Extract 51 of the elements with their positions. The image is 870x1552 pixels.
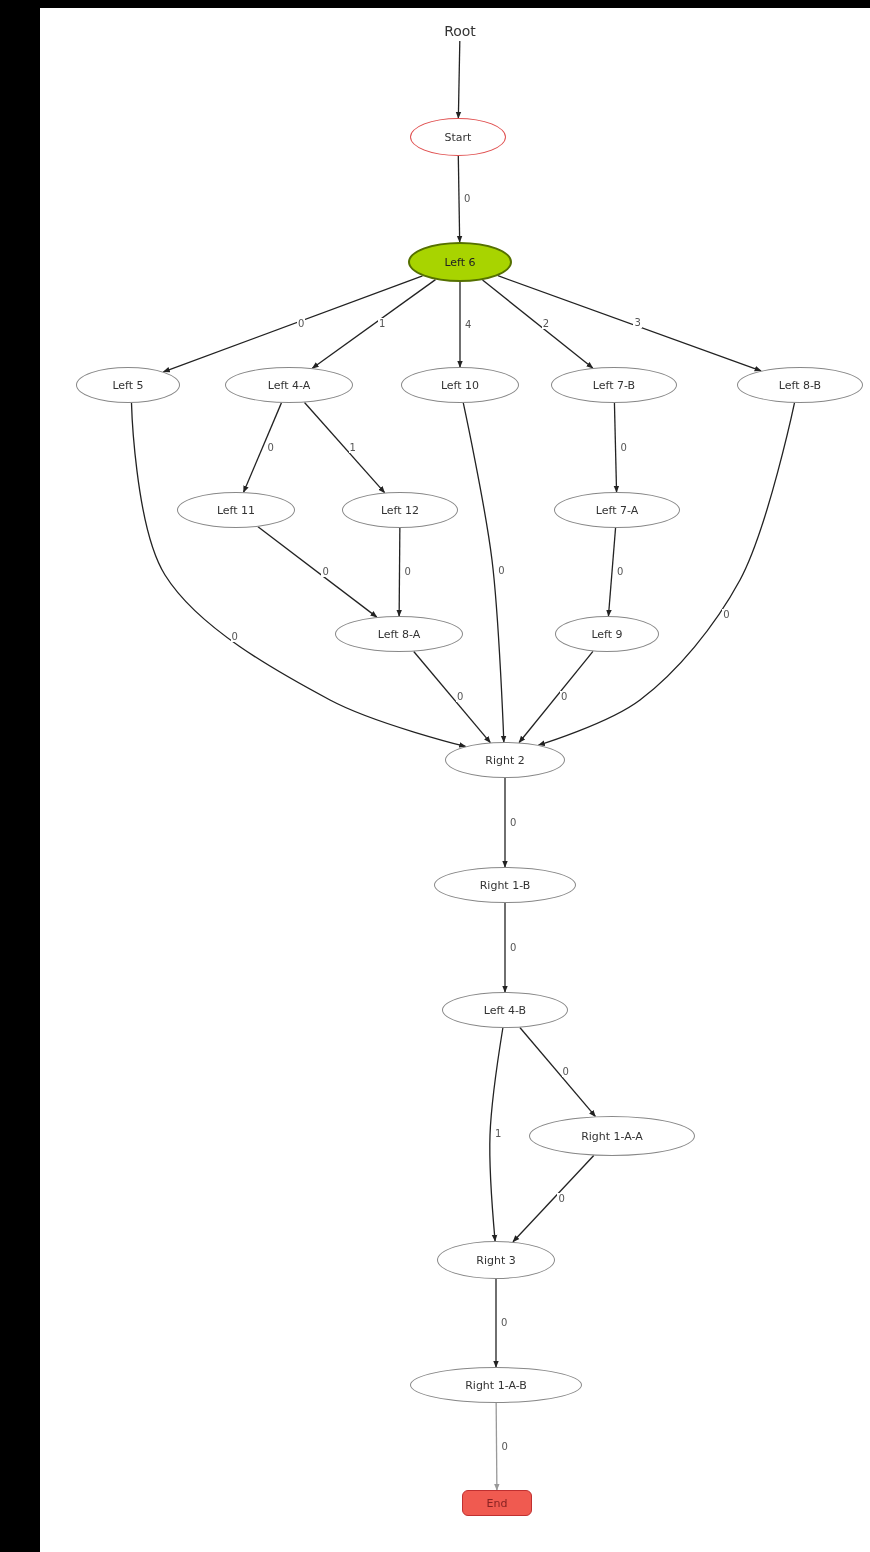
- edge-label: 0: [619, 441, 628, 453]
- arrow: [311, 279, 437, 369]
- arrow: [303, 401, 386, 494]
- arrow: [413, 650, 491, 744]
- end-box: End: [462, 1490, 532, 1516]
- edge-label: 4: [464, 318, 473, 330]
- edge-label: 0: [321, 565, 330, 577]
- arrow: [455, 40, 462, 119]
- edge-label: 1: [494, 1128, 503, 1140]
- edge-label: 1: [348, 441, 357, 453]
- edge-label: 0: [463, 193, 472, 204]
- edge-label: 0: [561, 1065, 570, 1077]
- edge-label: 0: [560, 690, 569, 702]
- arrow: [456, 155, 463, 243]
- edge-label: 0: [500, 1440, 509, 1452]
- arrow: [457, 281, 463, 368]
- edge-label: 0: [456, 691, 465, 703]
- edge-label: 0: [230, 631, 239, 643]
- edge-label: 0: [722, 609, 731, 621]
- edge-label: 0: [403, 566, 412, 577]
- node-label: Root: [438, 21, 482, 41]
- arrow: [502, 777, 508, 868]
- edge-label: 0: [297, 317, 306, 329]
- arrow: [606, 527, 617, 617]
- edge-label: 0: [509, 816, 518, 828]
- edge-label: 3: [633, 317, 642, 329]
- arrow: [242, 402, 283, 493]
- arrow: [512, 1154, 595, 1243]
- arrow: [502, 902, 508, 993]
- arrow: [519, 1026, 596, 1118]
- arrow: [162, 275, 424, 373]
- arrow: [481, 279, 594, 369]
- edge-label: 0: [616, 566, 625, 577]
- arrow: [396, 527, 402, 617]
- arrow: [494, 1402, 500, 1491]
- edge-label: 0: [500, 1317, 509, 1328]
- edge-label: 0: [557, 1192, 566, 1204]
- arrow: [493, 1278, 499, 1368]
- edge-label: 2: [541, 318, 551, 330]
- arrow: [257, 526, 378, 618]
- edge-label: 0: [497, 565, 506, 577]
- edge-label: 0: [266, 441, 275, 453]
- arrow: [130, 402, 467, 748]
- arrow: [497, 275, 762, 372]
- edge-label: 1: [377, 317, 387, 329]
- arrow: [537, 402, 796, 746]
- arrow: [462, 402, 507, 743]
- arrow: [489, 1027, 504, 1242]
- edge-label: 0: [509, 941, 518, 953]
- arrow: [613, 402, 620, 493]
- arrow: [518, 650, 594, 744]
